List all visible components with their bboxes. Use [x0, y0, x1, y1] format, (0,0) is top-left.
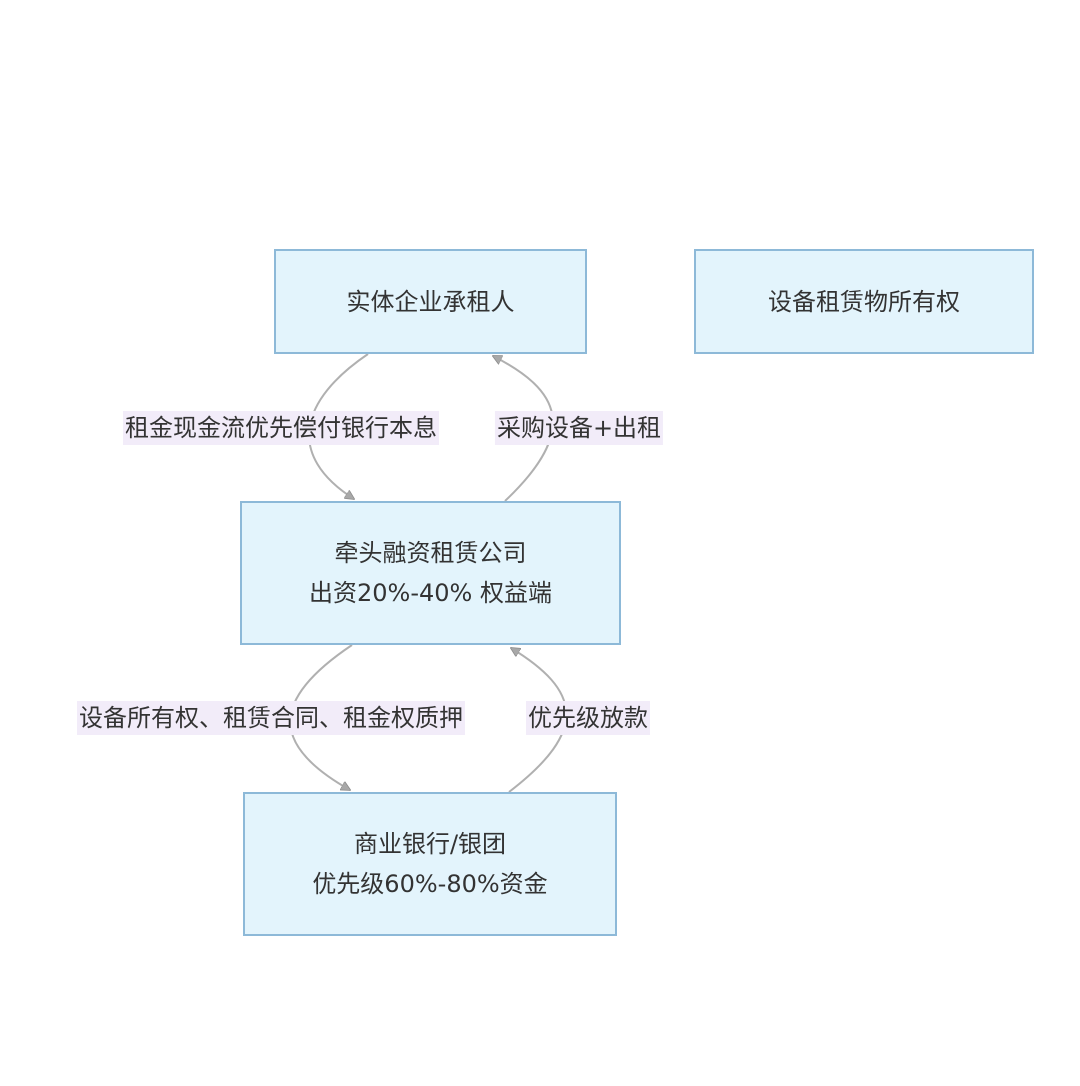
edge-label-rent: 租金现金流优先偿付银行本息: [123, 411, 439, 445]
edge-label-loan: 优先级放款: [526, 701, 650, 735]
node-asset-ownership-label: 设备租赁物所有权: [768, 287, 960, 316]
node-tenant-label: 实体企业承租人: [346, 287, 515, 316]
node-lead-leasing-company: 牵头融资租赁公司 出资20%-40% 权益端: [240, 501, 621, 645]
node-asset-ownership: 设备租赁物所有权: [694, 249, 1034, 354]
node-lead-leasing-company-title: 牵头融资租赁公司: [334, 539, 527, 567]
edge-label-purchase: 采购设备+出租: [494, 411, 664, 445]
node-lead-leasing-company-detail: 出资20%-40% 权益端: [309, 579, 552, 607]
node-bank-syndicate-detail: 优先级60%-80%资金: [312, 870, 548, 898]
node-tenant: 实体企业承租人: [274, 249, 587, 354]
node-bank-syndicate-title: 商业银行/银团: [353, 830, 507, 858]
edge-label-pledge: 设备所有权、租赁合同、租金权质押: [77, 701, 465, 735]
node-bank-syndicate: 商业银行/银团 优先级60%-80%资金: [243, 792, 617, 936]
